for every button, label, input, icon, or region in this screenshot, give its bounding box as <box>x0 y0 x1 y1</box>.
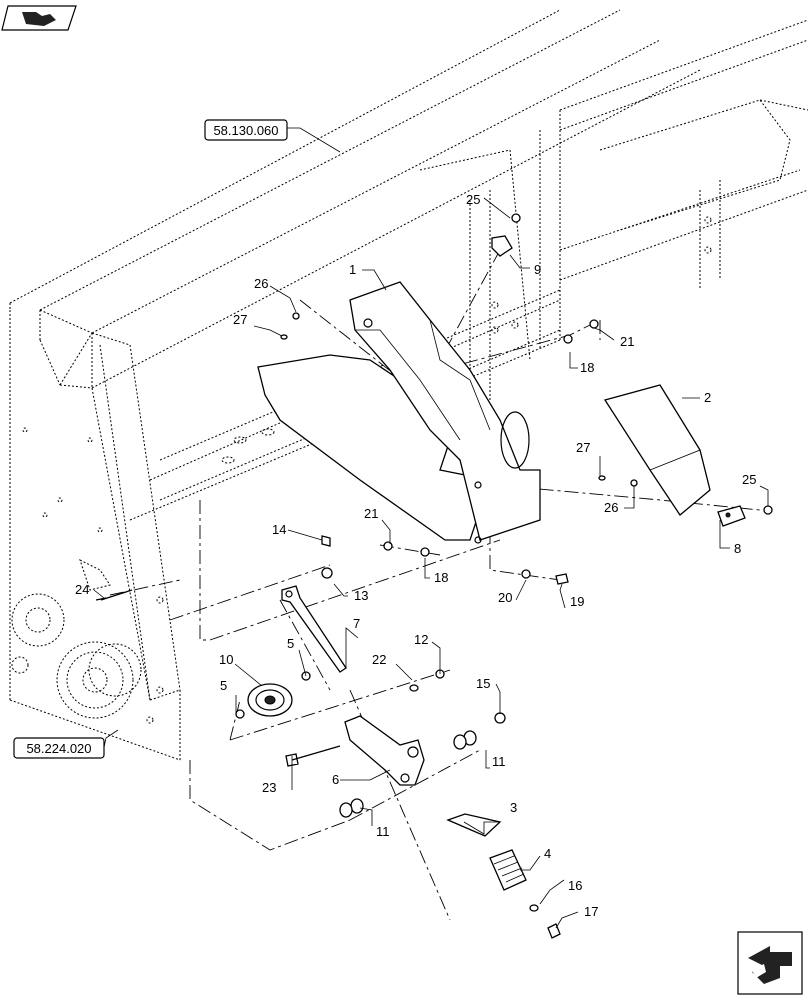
bolt-25a <box>511 213 521 223</box>
reference-box-top[interactable]: 58.130.060 <box>204 119 288 141</box>
reference-label-bottom: 58.224.020 <box>26 741 91 756</box>
bushing-5b <box>235 709 245 719</box>
ring-11b2 <box>339 802 353 818</box>
washer-26b <box>630 479 638 487</box>
previous-page-icon[interactable] <box>1 5 77 31</box>
callout-15: 15 <box>476 676 490 691</box>
bracket-part-9[interactable] <box>491 235 513 257</box>
callout-18a: 18 <box>580 360 594 375</box>
callout-17: 17 <box>584 904 598 919</box>
callout-4: 4 <box>544 846 551 861</box>
callout-6: 6 <box>332 772 339 787</box>
callout-24: 24 <box>75 582 89 597</box>
callout-11a: 11 <box>492 754 506 769</box>
callout-27b: 27 <box>576 440 590 455</box>
callout-12: 12 <box>414 632 428 647</box>
callout-19: 19 <box>570 594 584 609</box>
next-page-icon[interactable] <box>737 931 803 995</box>
washer-13 <box>321 567 333 579</box>
bolt-21b <box>383 541 393 551</box>
pin-27a <box>280 334 288 340</box>
leader-lines <box>93 127 769 929</box>
callout-5b: 5 <box>287 636 294 651</box>
callout-5a: 5 <box>220 678 227 693</box>
bolt-21a <box>589 319 599 329</box>
nut-17 <box>547 923 561 939</box>
washer-26a <box>292 312 300 320</box>
washer-22 <box>409 684 419 692</box>
callout-9: 9 <box>534 262 541 277</box>
callout-18b: 18 <box>434 570 448 585</box>
arm-part-6[interactable] <box>344 715 425 786</box>
hinge-part-8[interactable] <box>717 505 746 527</box>
callout-20: 20 <box>498 590 512 605</box>
callout-23: 23 <box>262 780 276 795</box>
callout-21a: 21 <box>620 334 634 349</box>
callout-1: 1 <box>349 262 356 277</box>
callout-2: 2 <box>704 390 711 405</box>
rod-part-7[interactable] <box>281 585 347 673</box>
callout-26a: 26 <box>254 276 268 291</box>
callout-25a: 25 <box>466 192 480 207</box>
callout-14: 14 <box>272 522 286 537</box>
clip-15 <box>494 712 506 724</box>
callout-labels: 1 2 3 4 5 5 6 7 8 9 10 11 11 12 13 14 15… <box>75 192 756 919</box>
callout-13: 13 <box>354 588 368 603</box>
callout-3: 3 <box>510 800 517 815</box>
bolt-23 <box>285 745 341 767</box>
hardware-items <box>95 213 773 939</box>
pin-14 <box>321 535 331 547</box>
sprocket-assembly <box>11 593 142 719</box>
pulley-part-10[interactable] <box>247 683 293 717</box>
callout-7: 7 <box>353 616 360 631</box>
ring-11b <box>350 798 364 814</box>
callout-8: 8 <box>734 541 741 556</box>
shield-part-1[interactable] <box>257 281 541 544</box>
guard-part-2[interactable] <box>603 384 711 516</box>
callout-16: 16 <box>568 878 582 893</box>
nut-19 <box>555 573 569 585</box>
callout-21b: 21 <box>364 506 378 521</box>
pin-16 <box>529 904 539 912</box>
callout-11b: 11 <box>376 824 390 839</box>
pin-27b <box>598 475 606 481</box>
bolt-25b <box>763 505 773 515</box>
callout-10: 10 <box>219 652 233 667</box>
plate-part-3[interactable] <box>446 813 502 837</box>
callout-27a: 27 <box>233 312 247 327</box>
callout-26b: 26 <box>604 500 618 515</box>
reference-box-bottom[interactable]: 58.224.020 <box>13 737 105 759</box>
callout-22: 22 <box>372 652 386 667</box>
spring-part-4[interactable] <box>489 849 527 891</box>
ring-11a2 <box>453 734 467 750</box>
bolt-24 <box>95 589 133 601</box>
washer-20 <box>521 569 531 579</box>
washer-18b <box>420 547 430 557</box>
washer-18a <box>563 334 573 344</box>
callout-25b: 25 <box>742 472 756 487</box>
reference-label-top: 58.130.060 <box>213 123 278 138</box>
